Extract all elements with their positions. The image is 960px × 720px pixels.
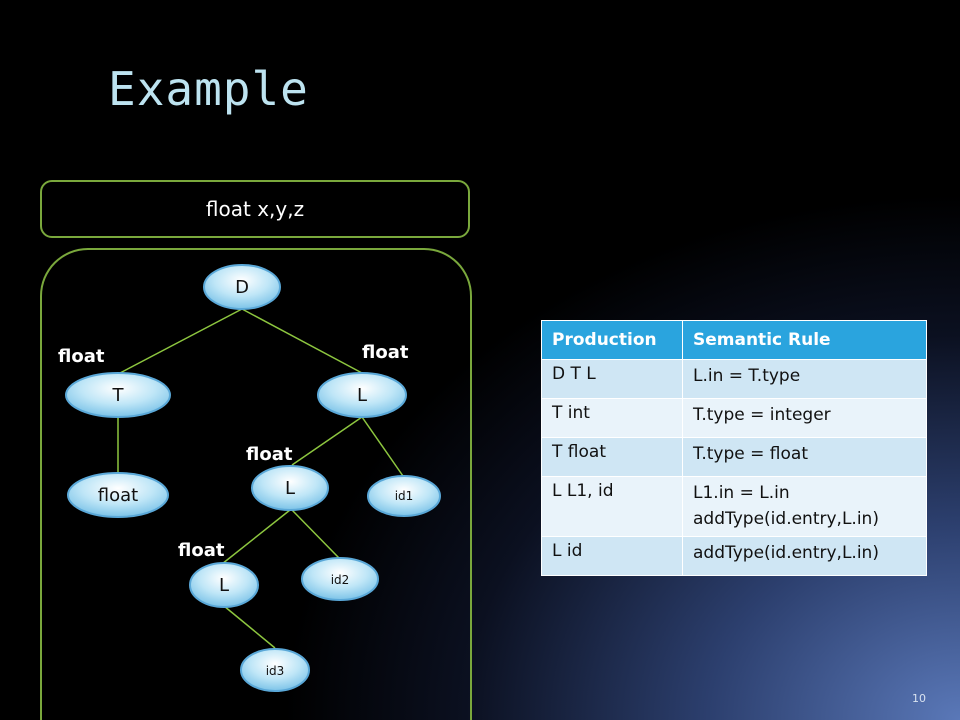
annotation-L2-float: float	[246, 444, 293, 465]
tree-node-D-label: D	[235, 277, 249, 298]
annotation-L3-float: float	[178, 540, 225, 561]
tree-frame	[40, 248, 472, 720]
tree-node-L3: L	[189, 562, 259, 608]
tree-node-D: D	[203, 264, 281, 310]
tree-node-float-leaf-label: float	[98, 485, 138, 506]
production-cell: L id	[541, 536, 683, 576]
tree-node-id1: id1	[367, 475, 441, 517]
table-row: L L1, id L1.in = L.in addType(id.entry,L…	[541, 476, 927, 537]
tree-node-T-label: T	[112, 385, 125, 406]
table-row: L id addType(id.entry,L.in)	[541, 536, 927, 576]
edge-L1-L2	[291, 416, 363, 466]
rule-cell: L.in = T.type	[682, 359, 927, 399]
rule-cell: addType(id.entry,L.in)	[682, 536, 927, 576]
tree-node-L2-label: L	[285, 478, 295, 499]
input-string-box: float x,y,z	[40, 180, 470, 238]
edge-L2-L3	[221, 509, 291, 565]
edge-L2-id2	[291, 509, 340, 559]
annotation-T-float: float	[58, 346, 105, 367]
tree-node-L1-label: L	[357, 385, 367, 406]
tree-node-float-leaf: float	[67, 472, 169, 518]
edge-L3-id3	[223, 605, 276, 649]
table-header-row: Production Semantic Rule	[541, 320, 927, 360]
table-row: T int T.type = integer	[541, 398, 927, 438]
header-production: Production	[541, 320, 683, 360]
tree-node-id3: id3	[240, 648, 310, 692]
tree-node-L3-label: L	[219, 575, 229, 596]
tree-node-id1-label: id1	[395, 489, 414, 503]
rule-cell: T.type = float	[682, 437, 927, 477]
tree-node-id2-label: id2	[331, 573, 350, 587]
table-row: D T L L.in = T.type	[541, 359, 927, 399]
production-cell: T float	[541, 437, 683, 477]
table-row: T float T.type = float	[541, 437, 927, 477]
tree-node-id2: id2	[301, 557, 379, 601]
production-cell: D T L	[541, 359, 683, 399]
production-cell: T int	[541, 398, 683, 438]
slide-title: Example	[108, 62, 309, 116]
rule-cell: L1.in = L.in addType(id.entry,L.in)	[682, 476, 927, 537]
tree-node-L1: L	[317, 372, 407, 418]
page-number: 10	[912, 692, 926, 705]
edge-D-L1	[241, 308, 363, 374]
edge-L1-id1	[361, 416, 404, 477]
production-cell: L L1, id	[541, 476, 683, 537]
annotation-L1-float: float	[362, 342, 409, 363]
tree-node-L2: L	[251, 465, 329, 511]
semantic-rules-table: Production Semantic Rule D T L L.in = T.…	[541, 320, 927, 576]
edge-D-T	[119, 308, 243, 374]
rule-cell: T.type = integer	[682, 398, 927, 438]
input-string-text: float x,y,z	[205, 197, 305, 221]
tree-node-id3-label: id3	[266, 664, 285, 678]
tree-node-T: T	[65, 372, 171, 418]
header-semantic-rule: Semantic Rule	[682, 320, 927, 360]
